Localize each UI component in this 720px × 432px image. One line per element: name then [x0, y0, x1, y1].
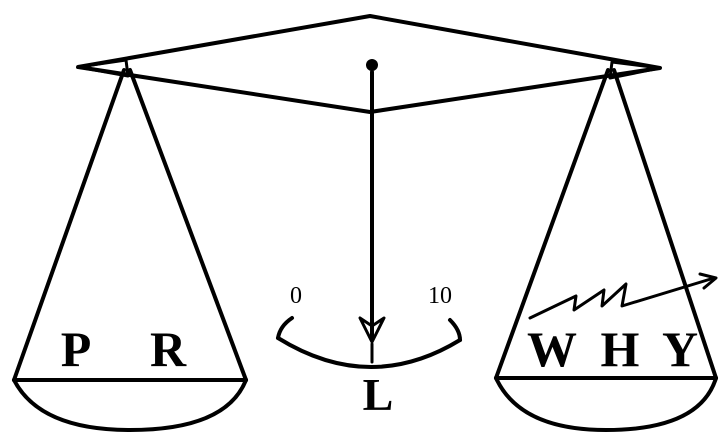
right-pan-string-inner	[494, 68, 610, 380]
left-pan-label-p: P	[61, 321, 92, 377]
right-pan-bowl	[494, 376, 718, 432]
right-pan-label-y: Y	[662, 321, 698, 377]
gauge-left-hook	[276, 316, 294, 340]
gauge-min-label: 0	[290, 283, 302, 309]
gauge-right-hook	[448, 318, 462, 342]
right-pan-label-w: W	[527, 321, 577, 377]
pointer-arrowhead	[358, 316, 386, 344]
zigzag-arrow	[528, 276, 716, 320]
right-pan-label-h: H	[601, 321, 640, 377]
gauge-arc	[276, 336, 462, 369]
right-pan-string-outer	[612, 68, 718, 380]
left-pan-bowl	[12, 378, 248, 432]
beam-right-tip	[608, 60, 662, 80]
pointer-label: L	[363, 369, 394, 420]
left-pan-string-inner	[128, 68, 248, 382]
gauge-max-label: 10	[428, 283, 452, 309]
pivot-dot	[366, 59, 378, 71]
left-pan-string-outer	[12, 68, 126, 382]
left-pan-label-r: R	[150, 321, 187, 377]
zigzag-arrowhead	[698, 272, 718, 290]
beam-left-tip	[76, 58, 130, 78]
